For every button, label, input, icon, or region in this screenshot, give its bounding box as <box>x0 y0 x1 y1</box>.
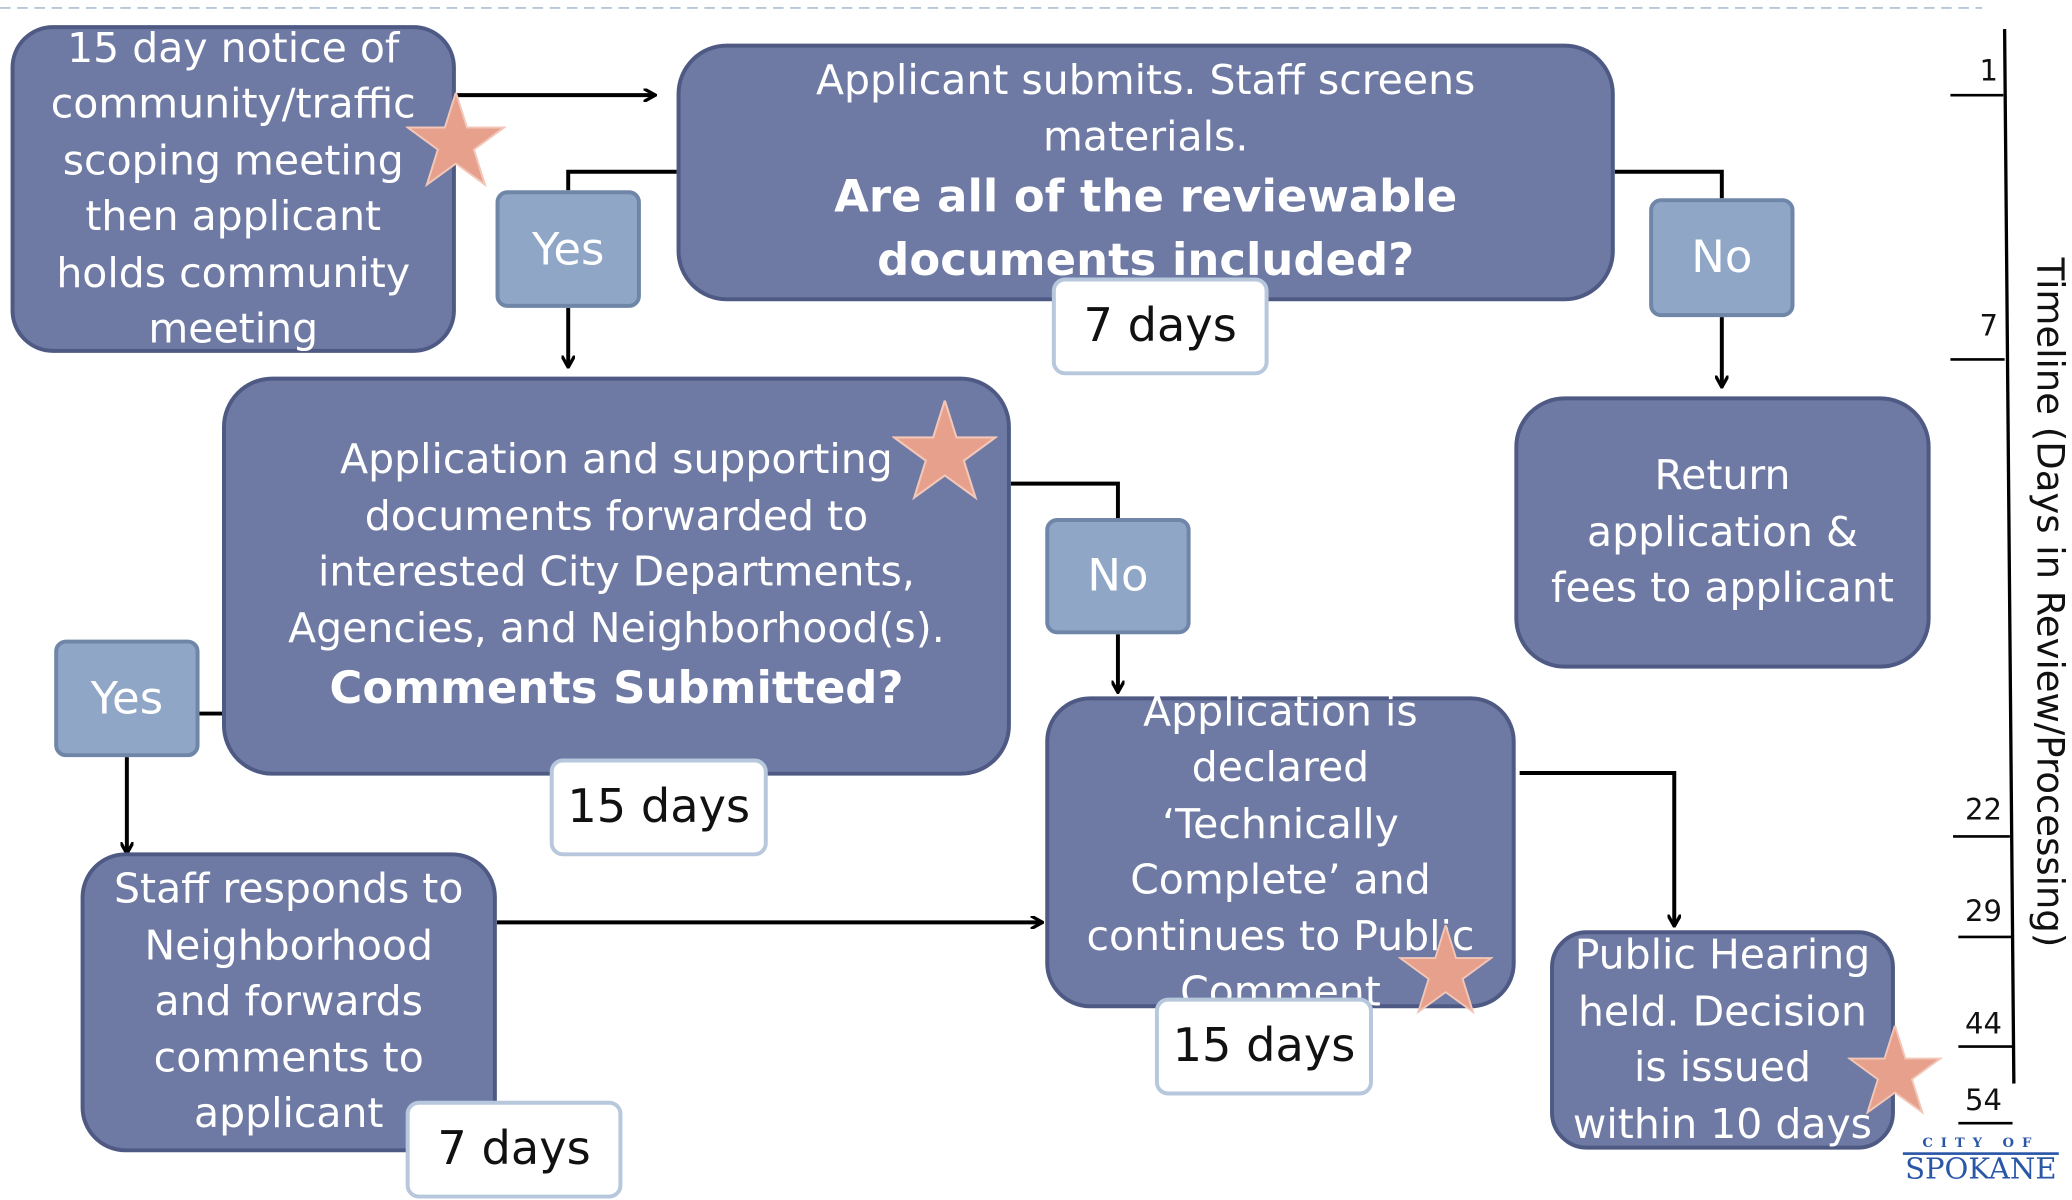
timeline-label-1: 1 <box>1979 55 1999 89</box>
city-of-spokane-logo: CITY OF SPOKANE <box>1902 1136 2059 1199</box>
duration-staff: 7 days <box>405 1100 623 1199</box>
return-text: Return application & fees to applicant <box>1551 452 1894 613</box>
line-submit-to-yes <box>566 169 677 191</box>
decision-no-submit: No <box>1649 198 1795 318</box>
submit-text: Applicant submits. Staff screens materia… <box>815 56 1476 161</box>
staff-text: Staff responds to Neighborhood and forwa… <box>114 865 464 1139</box>
forward-question: Comments Submitted? <box>329 662 904 715</box>
submit-question: Are all of the reviewable documents incl… <box>834 170 1458 287</box>
arrow-complete-to-hearing <box>1519 771 1675 925</box>
duration-forward: 15 days <box>549 758 768 857</box>
line-submit-to-no <box>1614 169 1724 199</box>
timeline-label-22: 22 <box>1964 794 2002 828</box>
logo-top-text: CITY OF <box>1922 1136 2040 1151</box>
notice-text: 15 day notice of community/traffic scopi… <box>50 24 416 353</box>
star-complete-icon <box>1398 925 1494 1015</box>
duration-submit: 7 days <box>1051 277 1269 376</box>
hearing-text: Public Hearing held. Decision is issued … <box>1572 931 1873 1148</box>
star-forward-icon <box>891 400 998 501</box>
logo-main-text: SPOKANE <box>1902 1152 2059 1186</box>
star-notice-icon <box>405 92 507 188</box>
timeline-label-7: 7 <box>1979 310 1999 344</box>
star-hearing-icon <box>1847 1025 1943 1115</box>
decision-yes-submit: Yes <box>495 190 641 308</box>
timeline-label-44: 44 <box>1964 1008 2002 1042</box>
forward-box: Application and supporting documents for… <box>222 376 1011 776</box>
duration-complete: 15 days <box>1154 997 1373 1096</box>
timeline-title: Timeline (Days in Review/Processing) <box>2028 257 2072 948</box>
line-forward-to-no <box>1010 481 1120 519</box>
decision-no-forward: No <box>1045 518 1191 635</box>
decision-yes-forward: Yes <box>54 639 200 758</box>
forward-text: Application and supporting documents for… <box>288 436 945 653</box>
submit-box: Applicant submits. Staff screens materia… <box>676 43 1615 302</box>
timeline-label-29: 29 <box>1964 895 2002 929</box>
timeline-label-54: 54 <box>1964 1084 2002 1118</box>
timeline-axis <box>2002 29 2016 1084</box>
return-box: Return application & fees to applicant <box>1514 396 1931 669</box>
notice-box: 15 day notice of community/traffic scopi… <box>10 24 456 353</box>
hearing-box: Public Hearing held. Decision is issued … <box>1550 930 1895 1150</box>
